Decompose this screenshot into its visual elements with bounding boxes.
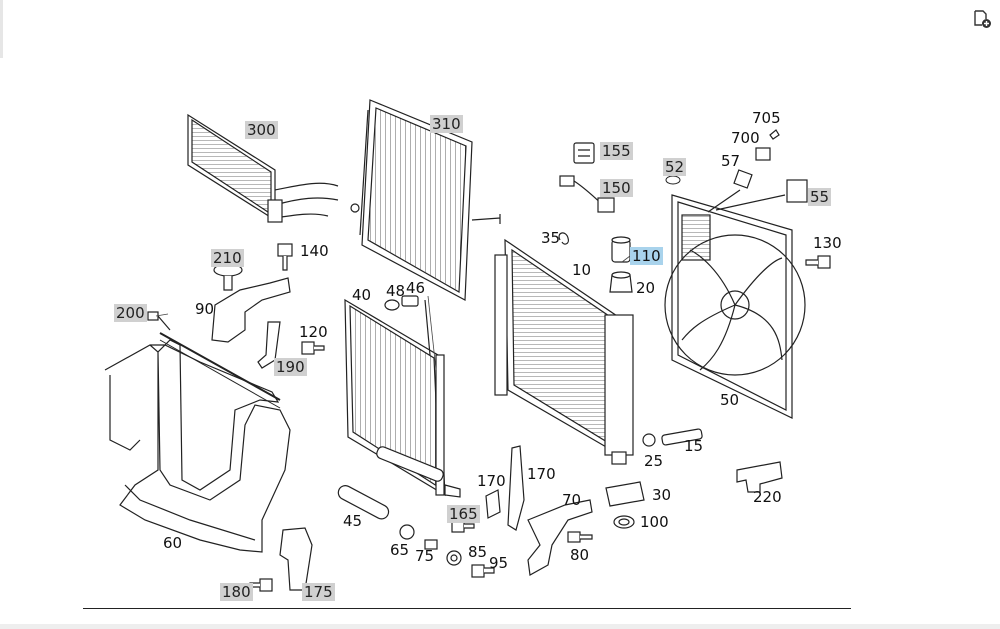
parts-30-100	[605, 481, 645, 529]
sensor-200	[147, 311, 171, 331]
bottom-divider	[83, 608, 851, 609]
leader-lines	[155, 255, 631, 371]
ac-condenser-40	[344, 298, 461, 498]
part-label-175[interactable]: 175	[302, 583, 335, 601]
part-label-95: 95	[489, 554, 509, 572]
part-label-25: 25	[644, 452, 664, 470]
part-label-110[interactable]: 110	[630, 247, 663, 265]
bolt-80	[567, 531, 593, 543]
left-edge-strip	[0, 0, 3, 58]
part-label-65: 65	[390, 541, 410, 559]
part-label-20: 20	[636, 279, 656, 297]
part-label-190[interactable]: 190	[274, 358, 307, 376]
part-label-70: 70	[562, 491, 582, 509]
bracket-70	[527, 499, 593, 576]
part-label-300[interactable]: 300	[245, 121, 278, 139]
part-label-200[interactable]: 200	[114, 304, 147, 322]
bracket-190	[257, 321, 281, 369]
part-label-700: 700	[731, 129, 760, 147]
part-label-220: 220	[753, 488, 782, 506]
bottom-band	[0, 624, 1000, 629]
part-label-52[interactable]: 52	[663, 158, 687, 176]
bolt-180	[249, 578, 273, 592]
part-label-85: 85	[468, 543, 488, 561]
small-parts-65-95	[399, 519, 495, 578]
document-add-icon[interactable]	[972, 9, 992, 29]
part-label-90: 90	[195, 300, 215, 318]
radiator-10	[494, 238, 634, 465]
part-label-180[interactable]: 180	[220, 583, 253, 601]
clip-220	[736, 461, 783, 493]
part-label-75: 75	[415, 547, 435, 565]
part-label-165[interactable]: 165	[447, 505, 480, 523]
fittings-48-46	[384, 295, 419, 311]
part-label-140: 140	[300, 242, 329, 260]
bolt-140	[277, 243, 293, 271]
bracket-175	[279, 527, 313, 591]
part-label-50: 50	[720, 391, 740, 409]
part-label-48: 48	[386, 282, 406, 300]
bolt-130	[805, 255, 831, 269]
push-clip-210	[213, 263, 243, 291]
part-label-80: 80	[570, 546, 590, 564]
part-label-57: 57	[721, 152, 741, 170]
part-label-10: 10	[572, 261, 592, 279]
part-label-120: 120	[299, 323, 328, 341]
sensor-bracket-155	[573, 142, 595, 164]
part-label-130: 130	[813, 234, 842, 252]
sensor-25-15	[642, 428, 703, 447]
part-label-45: 45	[343, 512, 363, 530]
part-label-15: 15	[684, 437, 704, 455]
part-label-55[interactable]: 55	[808, 188, 832, 206]
relay-55	[786, 179, 808, 203]
fan-shroud-50	[664, 189, 806, 419]
part-label-155[interactable]: 155	[600, 142, 633, 160]
part-label-30: 30	[652, 486, 672, 504]
part-label-100: 100	[640, 513, 669, 531]
sleeve-20	[609, 271, 633, 293]
small-parts-705-700-57	[733, 129, 780, 189]
part-label-210[interactable]: 210	[211, 249, 244, 267]
condenser-310	[350, 99, 501, 301]
part-label-310[interactable]: 310	[430, 115, 463, 133]
part-label-705: 705	[752, 109, 781, 127]
part-label-170: 170	[527, 465, 556, 483]
sensor-150	[559, 175, 615, 213]
bolt-120	[301, 341, 325, 355]
bracket-90	[211, 277, 291, 343]
washer-52	[665, 175, 681, 185]
air-duct-60	[104, 332, 291, 553]
hose-clip-35	[558, 232, 569, 245]
part-label-60: 60	[163, 534, 183, 552]
oil-cooler-300	[187, 113, 339, 223]
brackets-170	[485, 445, 525, 531]
part-label-170: 170	[477, 472, 506, 490]
part-label-46: 46	[406, 279, 426, 297]
part-label-150[interactable]: 150	[600, 179, 633, 197]
receiver-drier-45	[337, 485, 390, 520]
part-label-40: 40	[352, 286, 372, 304]
part-label-35: 35	[541, 229, 561, 247]
